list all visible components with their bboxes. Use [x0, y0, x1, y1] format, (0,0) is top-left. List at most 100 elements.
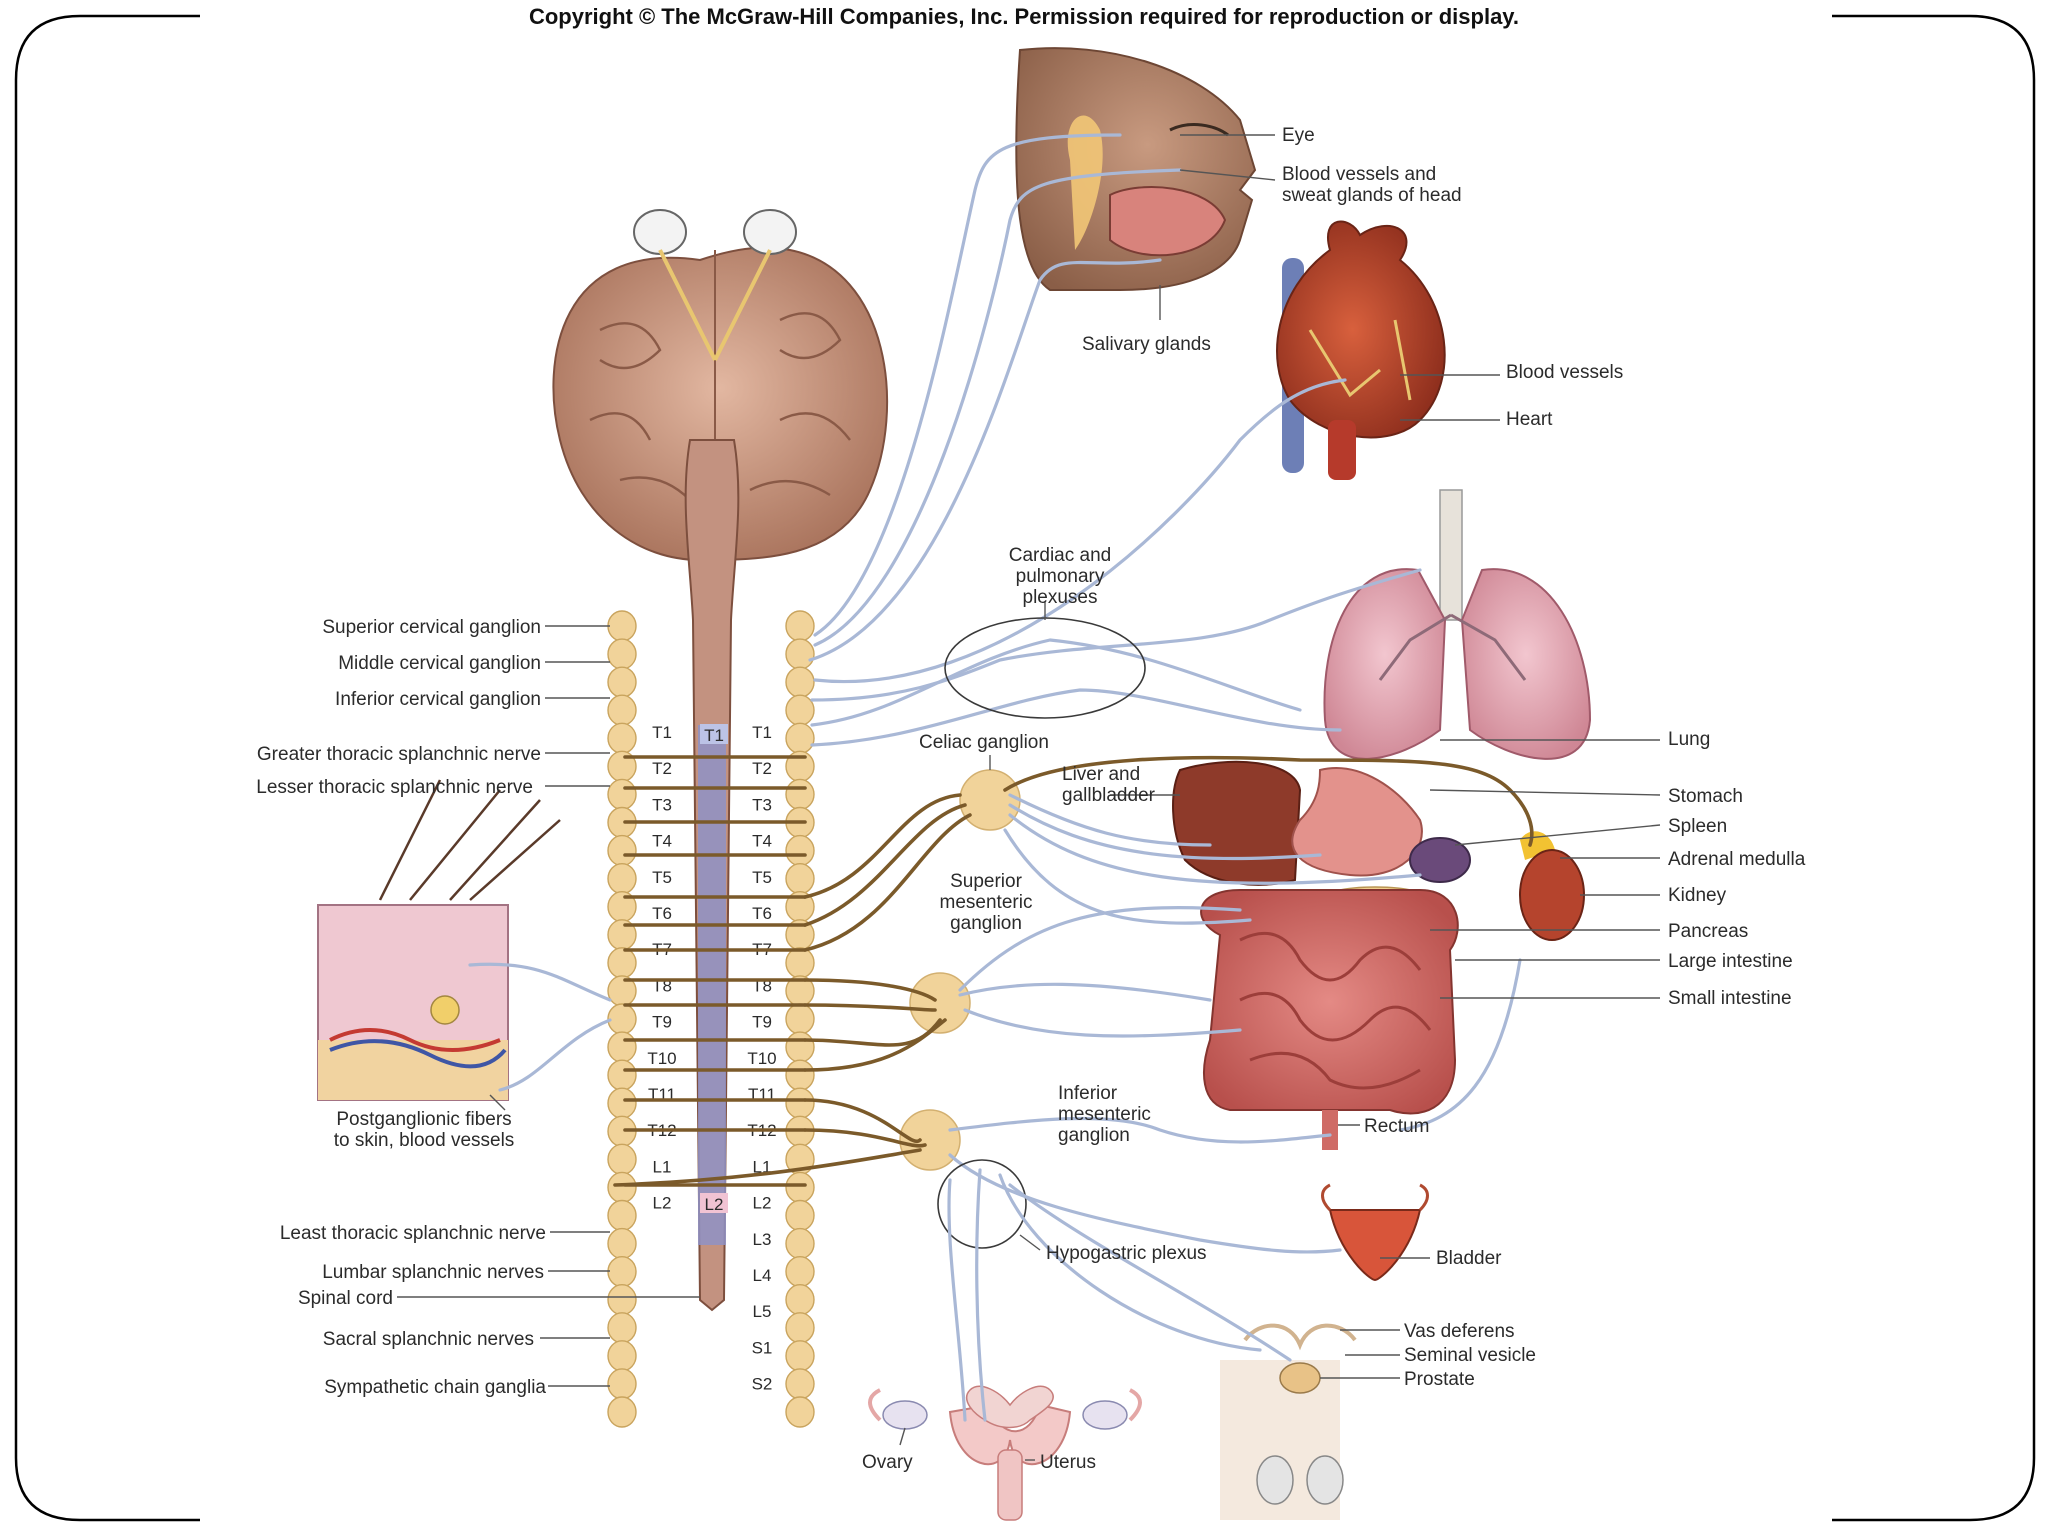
- label-cardiac-line3: plexuses: [1023, 587, 1098, 608]
- slide-frame: [14, 14, 2036, 1522]
- head-illustration: [1015, 47, 1257, 291]
- label-seminal-vesicle: Seminal vesicle: [1404, 1345, 1536, 1366]
- chain-ganglion: [785, 638, 815, 670]
- segment-label-left: L2: [653, 1194, 672, 1213]
- segment-label-right: T9: [752, 1013, 772, 1032]
- chain-ganglion: [607, 1396, 637, 1428]
- chain-ganglion: [607, 1031, 637, 1063]
- chain-ganglion: [607, 638, 637, 670]
- skin-illustration: [317, 779, 561, 1101]
- heart-illustration: [1276, 220, 1446, 480]
- chain-ganglion: [607, 1087, 637, 1119]
- label-inf-mesenteric-line2: mesenteric: [1058, 1104, 1151, 1125]
- segment-label-left: T1: [652, 723, 672, 742]
- hypogastric-plexus-outline: [937, 1159, 1027, 1249]
- chain-ganglion: [607, 834, 637, 867]
- chain-ganglion: [785, 610, 815, 642]
- chain-ganglion: [785, 1340, 815, 1372]
- label-stomach: Stomach: [1668, 786, 1743, 807]
- label-greater-splanchnic: Greater thoracic splanchnic nerve: [257, 744, 541, 765]
- leader-lines: [397, 134, 1661, 1461]
- organ-labels: Eye Blood vessels and sweat glands of he…: [862, 125, 1806, 1473]
- segment-label-left: T6: [652, 904, 672, 923]
- label-head-vessels-line2: sweat glands of head: [1282, 185, 1462, 206]
- cord-label-top: T1: [704, 726, 724, 745]
- preganglionic-nerves: [613, 755, 1534, 1187]
- segment-label-right: S2: [752, 1375, 773, 1394]
- chain-ganglion: [785, 1199, 815, 1232]
- segment-label-right: L3: [753, 1230, 772, 1249]
- superior-mesenteric-ganglion-circle: [909, 972, 971, 1034]
- label-liver-line1: Liver and: [1062, 764, 1140, 785]
- copyright-notice: Copyright © The McGraw-Hill Companies, I…: [529, 4, 1519, 29]
- label-sup-mesenteric-line2: mesenteric: [940, 892, 1033, 913]
- label-liver-line2: gallbladder: [1062, 785, 1156, 806]
- chain-ganglion: [607, 1227, 637, 1260]
- label-lung: Lung: [1668, 729, 1710, 750]
- segment-label-right: T3: [752, 795, 772, 814]
- chain-ganglion: [785, 1059, 815, 1091]
- label-postganglionic-line1: Postganglionic fibers: [336, 1109, 511, 1130]
- chain-ganglion: [607, 666, 637, 698]
- chain-ganglion: [785, 1031, 815, 1063]
- segment-label-right: T1: [752, 723, 772, 742]
- prevertebral-ganglia: [899, 769, 1021, 1171]
- label-inf-mesenteric-line1: Inferior: [1058, 1083, 1118, 1104]
- brain-illustration: [552, 209, 889, 1312]
- chain-ganglion: [607, 1312, 637, 1344]
- segment-label-right: L1: [753, 1157, 772, 1176]
- chain-ganglion: [785, 1255, 815, 1288]
- male-reproductive-illustration: [1220, 1323, 1357, 1520]
- label-spinal-cord: Spinal cord: [298, 1288, 393, 1309]
- label-prostate: Prostate: [1404, 1369, 1475, 1390]
- postganglionic-nerves: [468, 133, 1522, 1422]
- chain-ganglion: [785, 1087, 815, 1119]
- chain-ganglion: [607, 1143, 637, 1176]
- celiac-ganglion-circle: [959, 769, 1021, 831]
- label-lesser-splanchnic: Lesser thoracic splanchnic nerve: [256, 777, 533, 798]
- label-head-vessels-line1: Blood vessels and: [1282, 164, 1436, 185]
- label-inferior-cervical-ganglion: Inferior cervical ganglion: [335, 689, 541, 710]
- label-sup-mesenteric-line1: Superior: [950, 871, 1022, 892]
- label-small-intestine: Small intestine: [1668, 988, 1792, 1009]
- chain-ganglion: [785, 722, 815, 754]
- segment-label-right: T2: [752, 759, 772, 778]
- label-adrenal-medulla: Adrenal medulla: [1668, 849, 1806, 870]
- intestines-illustration: [1200, 889, 1459, 1150]
- label-celiac-ganglion: Celiac ganglion: [919, 732, 1049, 753]
- segment-label-left: T10: [647, 1049, 676, 1068]
- spinal-cord-gray-matter: [698, 725, 726, 1245]
- chain-ganglion: [607, 1199, 637, 1232]
- label-hypogastric-plexus: Hypogastric plexus: [1046, 1243, 1207, 1264]
- segment-label-right: T4: [752, 832, 772, 851]
- bladder-illustration: [1321, 1183, 1429, 1282]
- label-cardiac-line2: pulmonary: [1016, 566, 1105, 587]
- segment-label-right: L5: [753, 1302, 772, 1321]
- segment-label-left: L1: [653, 1157, 672, 1176]
- chain-ganglion: [785, 1003, 815, 1035]
- chain-ganglion: [607, 694, 637, 726]
- chain-ganglion: [785, 1312, 815, 1344]
- segment-label-left: T3: [652, 795, 672, 814]
- label-uterus: Uterus: [1040, 1452, 1096, 1473]
- segment-label-left: T4: [652, 832, 672, 851]
- label-spleen: Spleen: [1668, 816, 1727, 837]
- label-kidney: Kidney: [1668, 885, 1727, 906]
- chain-ganglion: [785, 947, 815, 979]
- label-eye: Eye: [1282, 125, 1315, 146]
- chain-ganglion: [785, 1368, 815, 1400]
- label-vas-deferens: Vas deferens: [1404, 1321, 1515, 1342]
- label-large-intestine: Large intestine: [1668, 951, 1793, 972]
- chain-ganglion: [607, 1003, 637, 1035]
- chain-ganglion: [607, 1059, 637, 1091]
- cord-segment-tags: T1 L2: [700, 724, 728, 1214]
- chain-ganglion: [607, 1368, 637, 1400]
- label-sympathetic-chain: Sympathetic chain ganglia: [324, 1377, 546, 1398]
- segment-label-left: T9: [652, 1013, 672, 1032]
- label-bladder: Bladder: [1436, 1248, 1502, 1269]
- label-cardiac-line1: Cardiac and: [1009, 545, 1111, 566]
- chain-ganglion: [607, 778, 637, 811]
- chain-ganglion: [785, 1284, 815, 1316]
- label-heart: Heart: [1506, 409, 1553, 430]
- chain-ganglion: [607, 947, 637, 979]
